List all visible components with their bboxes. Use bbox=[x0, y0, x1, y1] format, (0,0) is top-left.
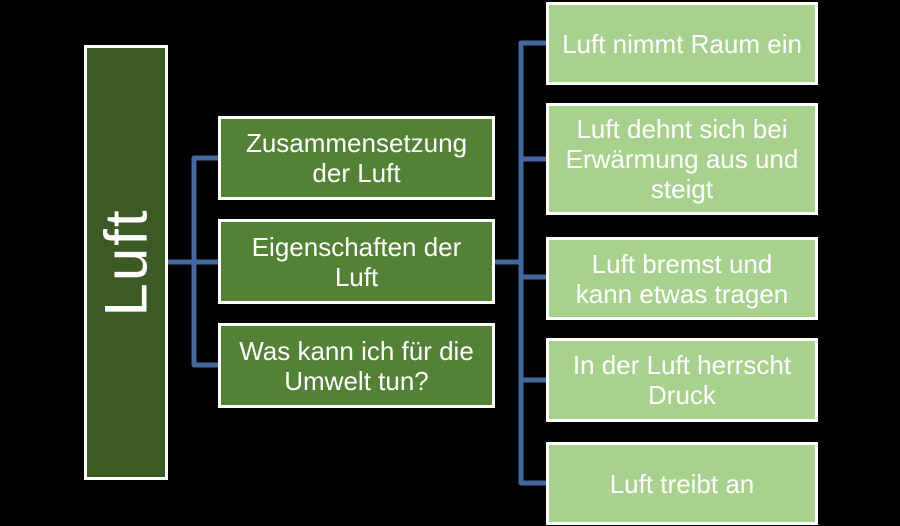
connector-leaf-trunk bbox=[518, 40, 546, 486]
node-root-luft[interactable]: Luft bbox=[84, 45, 168, 480]
root-node-label: Luft bbox=[92, 208, 160, 317]
connector-branch-trunk bbox=[191, 155, 218, 368]
leaf-node-label: In der Luft herrscht Druck bbox=[572, 350, 792, 410]
leaf-node-label: Luft nimmt Raum ein bbox=[562, 28, 802, 59]
leaf-node-label: Luft treibt an bbox=[609, 468, 755, 499]
node-luft-treibt-an[interactable]: Luft treibt an bbox=[546, 442, 818, 525]
node-luft-dehnt-sich-bei-erwaermung[interactable]: Luft dehnt sich bei Erwärmung aus und st… bbox=[546, 103, 818, 215]
node-eigenschaften-der-luft[interactable]: Eigenschaften der Luft bbox=[218, 219, 495, 304]
node-luft-bremst-und-traegt[interactable]: Luft bremst und kann etwas tragen bbox=[546, 237, 818, 320]
branch-node-label: Eigenschaften der Luft bbox=[251, 231, 462, 292]
branch-node-label: Zusammensetzung der Luft bbox=[245, 128, 468, 188]
node-luft-nimmt-raum-ein[interactable]: Luft nimmt Raum ein bbox=[546, 2, 818, 85]
leaf-node-label: Luft dehnt sich bei Erwärmung aus und st… bbox=[565, 114, 799, 204]
leaf-node-label: Luft bremst und kann etwas tragen bbox=[575, 248, 789, 309]
node-in-der-luft-herrscht-druck[interactable]: In der Luft herrscht Druck bbox=[546, 338, 818, 422]
node-zusammensetzung-der-luft[interactable]: Zusammensetzung der Luft bbox=[218, 116, 495, 200]
node-was-kann-ich-fuer-die-umwelt-tun[interactable]: Was kann ich für die Umwelt tun? bbox=[218, 323, 495, 408]
branch-node-label: Was kann ich für die Umwelt tun? bbox=[239, 335, 474, 396]
